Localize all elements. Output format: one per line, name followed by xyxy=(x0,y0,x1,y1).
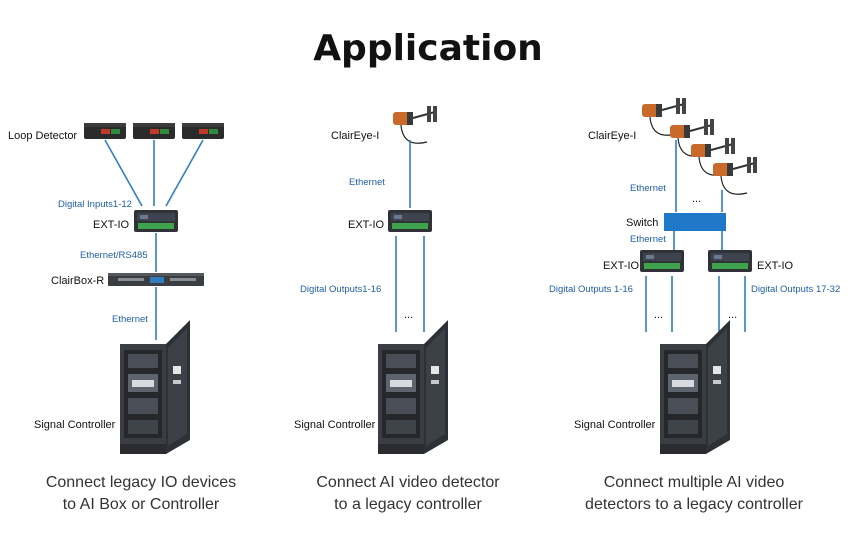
signal-controller-label: Signal Controller xyxy=(34,419,116,431)
switch-label: Switch xyxy=(626,217,658,229)
caption-line-2: to AI Box or Controller xyxy=(62,496,220,513)
caption-multiple-detectors: Connect multiple AI video detectors to a… xyxy=(544,472,844,516)
signal-controller-cabinet xyxy=(378,320,448,454)
ext-io-label: EXT-IO xyxy=(93,219,130,231)
digital-outputs-left-label: Digital Outputs 1-16 xyxy=(549,284,633,295)
ethernet-top-label: Ethernet xyxy=(630,183,666,194)
ethernet-mid-label: Ethernet xyxy=(630,234,666,245)
caption-line-1: Connect legacy IO devices xyxy=(45,474,237,491)
loop-detector-device-3 xyxy=(182,123,224,139)
input-line-3 xyxy=(165,139,204,207)
ellipsis-right: ... xyxy=(728,309,737,321)
claireye-camera-4 xyxy=(712,156,758,196)
clairbox-label: ClairBox-R xyxy=(51,275,104,287)
ethernet-rs485-label: Ethernet/RS485 xyxy=(80,250,148,261)
ext-io-device-right xyxy=(708,250,752,272)
panel-legacy-io: Loop Detector Digital Inputs1-12 EXT-IO … xyxy=(8,123,224,454)
ext-io-device-left xyxy=(640,250,684,272)
ethernet-label: Ethernet xyxy=(349,177,385,188)
panel-ai-video-detector: ClairEye-I Ethernet EXT-IO Digital Outpu… xyxy=(294,105,448,454)
switch-device xyxy=(664,213,726,231)
claireye-label: ClairEye-I xyxy=(588,130,636,142)
ellipsis: ... xyxy=(404,309,413,321)
digital-inputs-label: Digital Inputs1-12 xyxy=(58,199,132,210)
loop-detector-device-1 xyxy=(84,123,126,139)
input-line-1 xyxy=(104,139,143,207)
ext-io-left-label: EXT-IO xyxy=(603,260,640,272)
ext-io-device xyxy=(388,210,432,232)
caption-ai-video-detector: Connect AI video detector to a legacy co… xyxy=(258,472,558,516)
signal-controller-label: Signal Controller xyxy=(574,419,656,431)
signal-controller-cabinet xyxy=(120,320,190,454)
digital-outputs-label: Digital Outputs1-16 xyxy=(300,284,381,295)
ext-io-device xyxy=(134,210,178,232)
ext-io-right-label: EXT-IO xyxy=(757,260,794,272)
page-title: Application xyxy=(313,28,543,69)
caption-line-2: detectors to a legacy controller xyxy=(585,496,803,513)
signal-controller-label: Signal Controller xyxy=(294,419,376,431)
caption-line-1: Connect multiple AI video xyxy=(603,474,785,491)
ellipsis-left: ... xyxy=(654,309,663,321)
loop-detector-label: Loop Detector xyxy=(8,130,77,142)
caption-line-2: to a legacy controller xyxy=(334,496,482,513)
signal-controller-cabinet xyxy=(660,320,730,454)
clairbox-device xyxy=(108,273,204,286)
claireye-camera xyxy=(392,105,438,145)
digital-outputs-right-label: Digital Outputs 17-32 xyxy=(751,284,840,295)
panel-multiple-detectors: ClairEye-I Ethernet ... Switch Ethernet … xyxy=(549,97,840,454)
ext-io-label: EXT-IO xyxy=(348,219,385,231)
loop-detector-device-2 xyxy=(133,123,175,139)
caption-line-1: Connect AI video detector xyxy=(316,474,500,491)
caption-legacy-io: Connect legacy IO devices to AI Box or C… xyxy=(0,472,291,516)
claireye-label: ClairEye-I xyxy=(331,130,379,142)
ethernet-label: Ethernet xyxy=(112,314,148,325)
ellipsis-top: ... xyxy=(692,193,701,205)
